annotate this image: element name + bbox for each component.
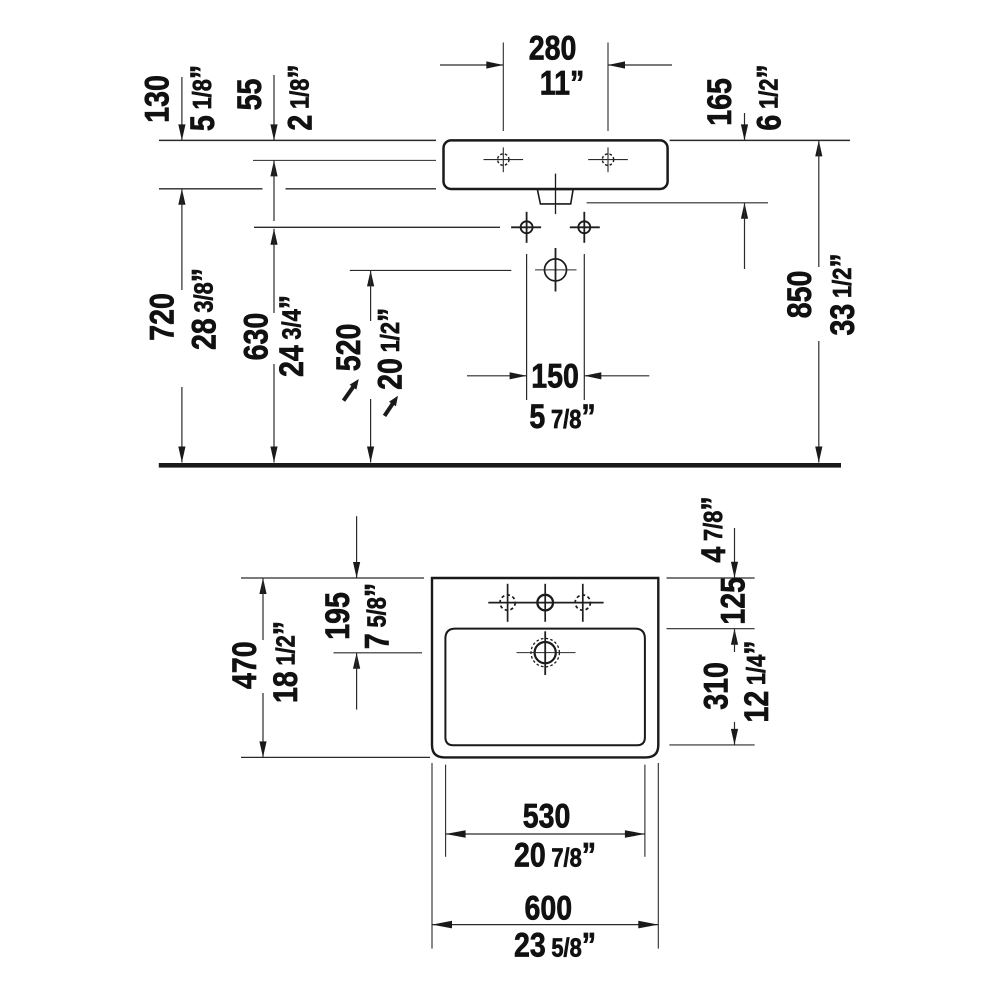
svg-text:24 3/4”: 24 3/4” bbox=[273, 295, 311, 377]
svg-text:520: 520 bbox=[330, 324, 368, 372]
svg-text:530: 530 bbox=[523, 797, 571, 835]
svg-text:23 5/8”: 23 5/8” bbox=[514, 926, 596, 964]
svg-text:33 1/2”: 33 1/2” bbox=[824, 253, 862, 335]
svg-text:28 3/8”: 28 3/8” bbox=[185, 268, 223, 350]
svg-text:165: 165 bbox=[701, 78, 739, 126]
svg-text:280: 280 bbox=[529, 29, 577, 67]
svg-text:150: 150 bbox=[531, 357, 579, 395]
svg-text:11”: 11” bbox=[540, 64, 584, 102]
svg-text:600: 600 bbox=[524, 889, 572, 927]
svg-text:125: 125 bbox=[714, 577, 752, 625]
svg-text:5 7/8”: 5 7/8” bbox=[529, 398, 595, 436]
svg-text:6 1/2”: 6 1/2” bbox=[750, 64, 788, 130]
svg-text:20 7/8”: 20 7/8” bbox=[514, 836, 596, 874]
svg-text:20 1/2”: 20 1/2” bbox=[371, 308, 409, 390]
svg-text:7 5/8”: 7 5/8” bbox=[358, 583, 396, 649]
svg-text:18 1/2”: 18 1/2” bbox=[267, 621, 305, 703]
svg-text:2 1/8”: 2 1/8” bbox=[281, 64, 319, 130]
svg-text:12 1/4”: 12 1/4” bbox=[738, 640, 776, 722]
svg-text:55: 55 bbox=[231, 79, 269, 111]
svg-text:720: 720 bbox=[143, 293, 181, 341]
svg-text:470: 470 bbox=[226, 641, 264, 689]
svg-text:5 1/8”: 5 1/8” bbox=[184, 65, 222, 131]
svg-text:195: 195 bbox=[319, 592, 357, 640]
svg-text:310: 310 bbox=[697, 662, 735, 710]
svg-text:630: 630 bbox=[237, 313, 275, 361]
svg-text:130: 130 bbox=[138, 75, 176, 123]
svg-text:850: 850 bbox=[781, 271, 819, 319]
svg-text:4 7/8”: 4 7/8” bbox=[695, 496, 733, 562]
